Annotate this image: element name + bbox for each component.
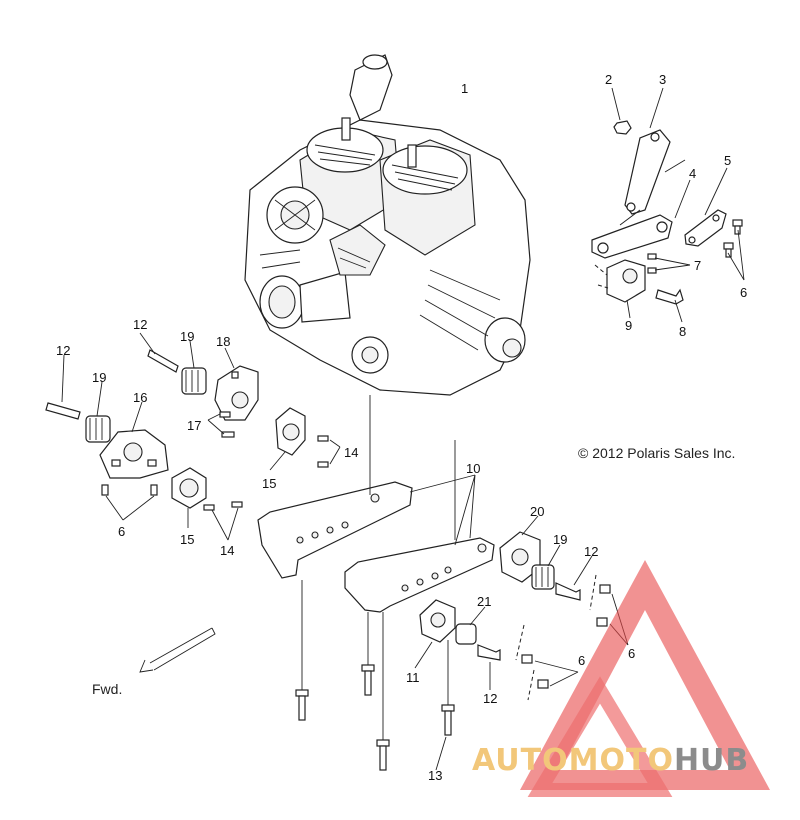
callout-12-left: 12 — [56, 343, 70, 358]
engine-assembly — [244, 54, 531, 396]
callout-6-right: 6 — [628, 646, 635, 661]
callout-19-left: 19 — [92, 370, 106, 385]
center-mount-parts — [171, 407, 341, 541]
engine-mount-rails — [257, 474, 495, 613]
watermark-brand-part2: HUB — [674, 743, 749, 778]
callout-12-right: 12 — [584, 544, 598, 559]
callout-15-upper: 15 — [262, 476, 276, 491]
callout-20: 20 — [530, 504, 544, 519]
callout-18: 18 — [216, 334, 230, 349]
callout-11: 11 — [406, 670, 420, 685]
watermark-brand: AUTOMOTOHUB — [472, 743, 749, 778]
upper-right-parts — [591, 87, 745, 323]
callout-3: 3 — [659, 72, 666, 87]
right-mount-parts — [414, 515, 593, 690]
watermark-triangle-icon — [520, 560, 770, 790]
callout-17: 17 — [187, 418, 201, 433]
callout-16: 16 — [133, 390, 147, 405]
callout-15-lower: 15 — [180, 532, 194, 547]
callout-1: 1 — [461, 81, 468, 96]
callout-21: 21 — [477, 594, 491, 609]
callout-6-left: 6 — [118, 524, 125, 539]
callout-10: 10 — [466, 461, 480, 476]
callout-9: 9 — [625, 318, 632, 333]
callout-6-upper: 6 — [740, 285, 747, 300]
callout-4: 4 — [689, 166, 696, 181]
callout-13: 13 — [428, 768, 442, 783]
callout-7: 7 — [694, 258, 701, 273]
callout-19-upper: 19 — [180, 329, 194, 344]
callout-12-lower: 12 — [483, 691, 497, 706]
watermark-brand-part1: AUTOMOTO — [472, 743, 674, 778]
forward-label: Fwd. — [92, 681, 122, 697]
callout-2: 2 — [605, 72, 612, 87]
callout-12-upper: 12 — [133, 317, 147, 332]
callout-14-lower: 14 — [220, 543, 234, 558]
copyright-notice: © 2012 Polaris Sales Inc. — [578, 445, 735, 461]
callout-19-right: 19 — [553, 532, 567, 547]
left-mount-parts — [45, 332, 259, 521]
callout-5: 5 — [724, 153, 731, 168]
callout-6-lower: 6 — [578, 653, 585, 668]
callout-labels: 1 2 3 4 5 6 7 8 9 10 11 12 12 12 12 13 1… — [56, 72, 747, 783]
automotohub-watermark — [520, 560, 770, 797]
callout-14-upper: 14 — [344, 445, 358, 460]
callout-8: 8 — [679, 324, 686, 339]
forward-arrow — [139, 627, 216, 673]
